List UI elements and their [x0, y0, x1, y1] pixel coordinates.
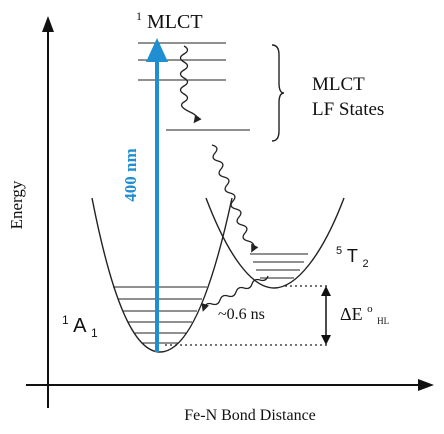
wavy-arrow: [211, 144, 259, 253]
wavy-arrow: [179, 45, 202, 124]
ground-state-superscript: 1: [62, 313, 69, 327]
high-spin-well: [205, 197, 345, 289]
axes: [26, 16, 434, 408]
relaxation-time-label: ~0.6 ns: [218, 306, 265, 323]
mlct-superscript: 1: [136, 9, 142, 23]
mlct-text: MLCT: [147, 11, 203, 33]
y-axis-arrowhead: [42, 16, 54, 32]
excitation-arrow: [146, 38, 168, 352]
ground-state-well: [91, 197, 233, 353]
x-axis-label: Fe-N Bond Distance: [184, 407, 316, 424]
wavy-arrow: [201, 275, 269, 312]
ground-state-symbol: A: [73, 315, 87, 337]
high-spin-vibrational-levels: [250, 253, 308, 279]
energy-gap-symbol: ΔE: [340, 304, 363, 324]
excitation-wavelength-label: 400 nm: [121, 148, 140, 201]
high-spin-curve: [205, 197, 345, 289]
y-axis-label: Energy: [7, 180, 26, 229]
bracket-text-mlct: MLCT: [312, 74, 365, 95]
energy-gap-arrow: [321, 286, 331, 345]
ground-state-label: 1 A 1: [62, 307, 98, 340]
high-spin-state-label: 5 T 2: [336, 238, 369, 270]
high-spin-subscript: 2: [363, 258, 369, 270]
curly-bracket: [271, 44, 285, 142]
high-spin-symbol: T: [347, 246, 358, 266]
x-axis-arrowhead: [418, 379, 434, 391]
energy-gap-label: ΔE o HL: [340, 296, 389, 326]
ground-state-vibrational-levels: [113, 286, 207, 344]
excitation-arrow-head: [146, 38, 168, 62]
ground-state-subscript: 1: [91, 326, 98, 340]
relaxation-pathway: [179, 45, 269, 312]
mlct-state-label: 1 MLCT: [136, 3, 203, 33]
ground-state-curve: [91, 197, 233, 353]
high-spin-superscript: 5: [336, 245, 342, 257]
bracket-text-lf-states: LF States: [312, 99, 384, 120]
energy-gap-superscript: o: [367, 303, 373, 315]
energy-gap-subscript: HL: [377, 316, 389, 326]
